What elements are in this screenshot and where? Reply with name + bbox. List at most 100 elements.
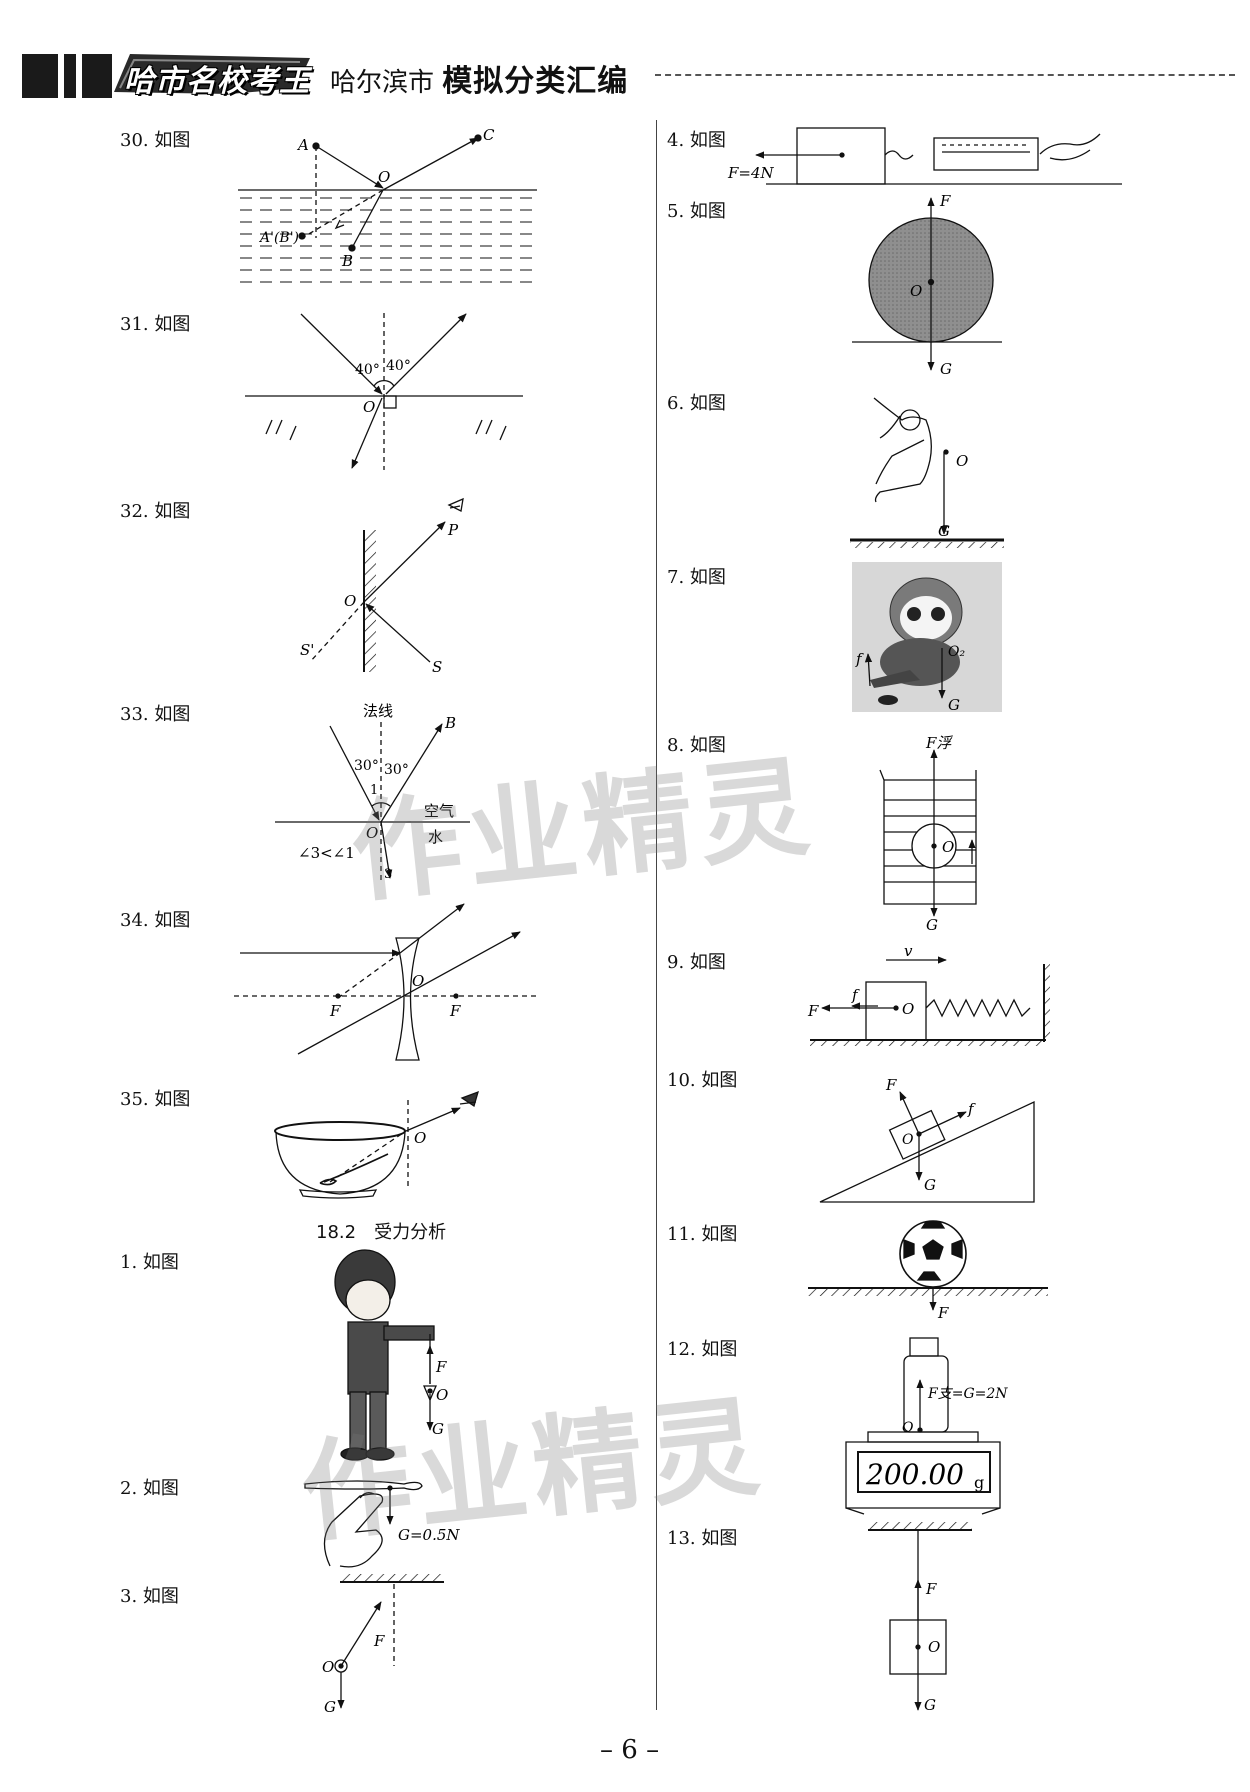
section-title: 18.2 受力分析	[316, 1222, 447, 1243]
f33-b: B	[444, 714, 456, 732]
f6-o: O	[956, 452, 968, 470]
item-label-4: 4. 如图	[667, 130, 726, 151]
figure-6-jumper	[850, 397, 1004, 548]
f33-a2: 30°	[384, 762, 409, 778]
f8-f: F浮	[925, 734, 953, 752]
f3-o: O	[322, 1658, 334, 1676]
f9-F: F	[807, 1002, 819, 1020]
header-decoration	[22, 54, 112, 98]
item-label-10: 10. 如图	[667, 1070, 738, 1091]
header-dashed-rule	[655, 74, 1235, 76]
f12-display: 200.00	[865, 1458, 964, 1491]
column-divider	[656, 120, 657, 1710]
figure-12-scale	[845, 1337, 1001, 1515]
figure-35	[274, 1090, 479, 1199]
f33-air: 空气	[424, 802, 454, 820]
f33-three: 3	[384, 867, 392, 882]
figure-3	[334, 1574, 444, 1709]
f3-f: F	[373, 1632, 385, 1650]
figure-31	[245, 313, 523, 470]
figure-32	[309, 497, 464, 672]
item-label-2: 2. 如图	[120, 1478, 179, 1499]
f34-f2: F	[449, 1002, 461, 1020]
f3-g: G	[324, 1698, 336, 1716]
f13-f: F	[925, 1580, 937, 1598]
figure-10	[819, 1091, 1035, 1203]
item-label-6: 6. 如图	[667, 393, 726, 414]
figure-4	[755, 127, 1122, 185]
f35-o: O	[414, 1129, 426, 1147]
f7-o: O₂	[948, 644, 965, 660]
figure-34	[234, 903, 538, 1061]
f30-o: O	[378, 168, 390, 186]
f2-g: G=0.5N	[398, 1526, 460, 1544]
item-label-12: 12. 如图	[667, 1339, 738, 1360]
f8-o: O	[942, 838, 954, 856]
f33-a1: 30°	[354, 758, 379, 774]
item-label-3: 3. 如图	[120, 1586, 179, 1607]
f11-f: F	[937, 1304, 949, 1322]
f4-f: F=4N	[727, 164, 775, 182]
f33-water: 水	[428, 828, 443, 846]
f30-c: C	[483, 126, 495, 144]
figure-7-mascot-photo	[852, 562, 1002, 712]
f34-o: O	[412, 972, 424, 990]
f13-o: O	[928, 1638, 940, 1656]
figure-8-beaker	[879, 749, 977, 917]
f5-g: G	[940, 360, 952, 378]
f33-o: O	[366, 824, 378, 842]
f30-a: A	[296, 136, 309, 154]
item-label-7: 7. 如图	[667, 567, 726, 588]
f7-g: G	[948, 696, 960, 714]
f10-F: F	[885, 1076, 897, 1094]
figure-13	[868, 1522, 972, 1711]
f33-rel: ∠3<∠1	[298, 844, 355, 862]
f33-normal: 法线	[363, 702, 393, 720]
f32-s: S	[432, 658, 442, 676]
item-label-33: 33. 如图	[120, 704, 191, 725]
f5-f: F	[939, 192, 951, 210]
f7-f: f	[855, 650, 864, 668]
f10-o: O	[902, 1132, 914, 1148]
item-label-31: 31. 如图	[120, 314, 191, 335]
f12-o: O	[902, 1420, 914, 1436]
figure-2-hand	[304, 1480, 423, 1568]
f30-ab: A'(B')	[258, 230, 299, 246]
header-city: 哈尔滨市	[330, 68, 435, 98]
figure-33	[275, 722, 470, 880]
f5-o: O	[910, 282, 922, 300]
f31-angle1: 40°	[355, 362, 380, 378]
item-label-34: 34. 如图	[120, 910, 191, 931]
f31-o: O	[363, 398, 375, 416]
f31-angle2: 40°	[386, 358, 411, 374]
f9-v: v	[904, 942, 913, 960]
item-label-9: 9. 如图	[667, 952, 726, 973]
f32-s-prime: S'	[300, 641, 314, 659]
f32-p: P	[447, 521, 459, 539]
f9-f: f	[851, 986, 860, 1004]
logo-text: 哈市名校考王	[124, 64, 310, 99]
item-label-13: 13. 如图	[667, 1528, 738, 1549]
item-label-1: 1. 如图	[120, 1252, 179, 1273]
f1-o: O	[436, 1386, 448, 1404]
item-label-35: 35. 如图	[120, 1089, 191, 1110]
f32-o: O	[344, 592, 356, 610]
f1-g: G	[432, 1420, 444, 1438]
f8-g: G	[926, 916, 938, 934]
f12-force: F支=G=2N	[927, 1386, 1008, 1402]
page-number: – 6 –	[600, 1735, 660, 1765]
f6-g: G	[938, 522, 950, 540]
figure-5	[852, 197, 1002, 371]
f10-f: f	[967, 1100, 976, 1118]
item-label-8: 8. 如图	[667, 735, 726, 756]
f13-g: G	[924, 1696, 936, 1714]
series-logo: 哈市名校考王	[110, 48, 315, 100]
item-label-11: 11. 如图	[667, 1224, 738, 1245]
f12-unit: g	[974, 1473, 984, 1492]
figure-1-boy	[334, 1249, 437, 1461]
header-title: 哈尔滨市 模拟分类汇编	[330, 56, 628, 100]
f33-one: 1	[370, 783, 378, 798]
f10-g: G	[924, 1176, 936, 1194]
figure-11-soccer	[808, 1220, 1048, 1311]
